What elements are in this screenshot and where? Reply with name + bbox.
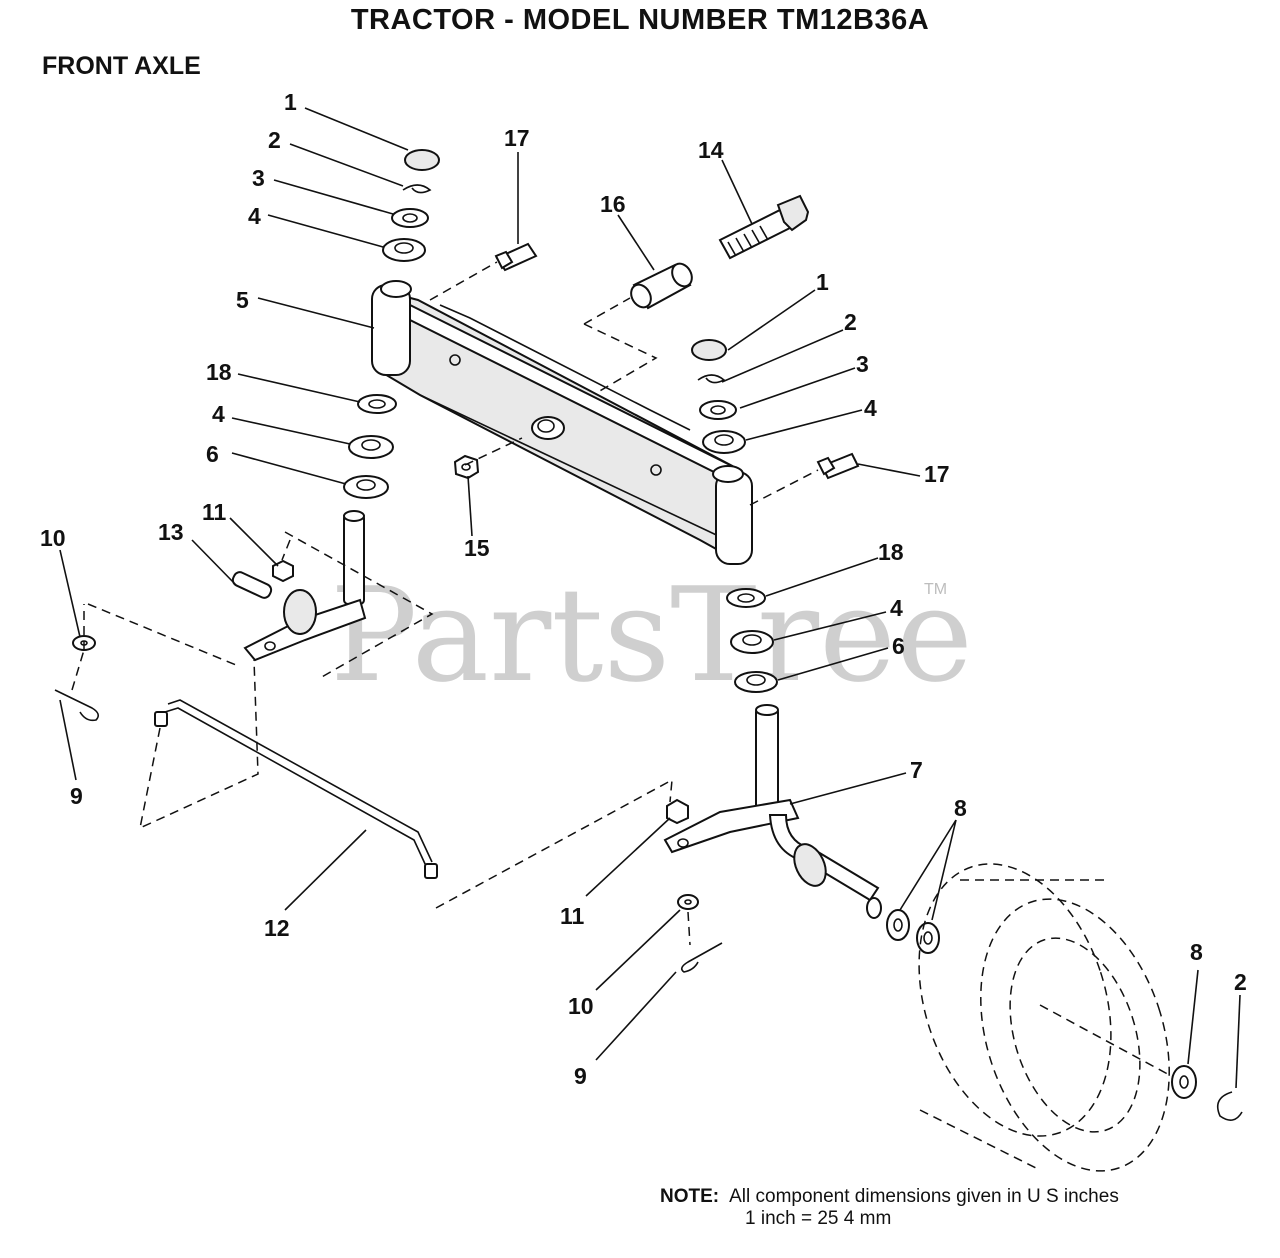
callout-2: 2 (1234, 969, 1247, 995)
right-clip-2 (697, 374, 726, 384)
right-bearing-4b (730, 630, 774, 654)
callout-16: 16 (600, 191, 626, 217)
callout-17: 17 (504, 125, 530, 151)
callout-4: 4 (248, 203, 261, 229)
left-washer-3 (391, 208, 429, 228)
callout-18: 18 (206, 359, 232, 385)
note-line-1: All component dimensions given in U S in… (729, 1186, 1119, 1207)
right-bearing-4 (702, 430, 746, 454)
callout-10: 10 (568, 993, 594, 1019)
callout-10: 10 (40, 525, 66, 551)
hex-nut-15 (453, 454, 480, 480)
grease-fitting-17a (494, 242, 538, 272)
left-spindle (231, 510, 367, 662)
callout-11: 11 (560, 903, 585, 929)
trademark: TM (924, 581, 947, 598)
callout-3: 3 (252, 165, 265, 191)
assembly-lines (71, 261, 819, 946)
callout-5: 5 (236, 287, 249, 313)
callout-1: 1 (816, 269, 829, 295)
callout-11: 11 (202, 499, 227, 525)
callout-3: 3 (856, 351, 869, 377)
spacer-16 (630, 262, 693, 310)
washers-8 (886, 909, 940, 954)
wheel-washer-8 (1171, 1065, 1197, 1099)
callout-2: 2 (844, 309, 857, 335)
bolt-14 (718, 194, 810, 260)
left-bearing-4b (348, 435, 394, 459)
watermark: PartsTree (330, 559, 973, 711)
callout-13: 13 (158, 519, 184, 545)
callout-7: 7 (910, 757, 923, 783)
callout-18: 18 (878, 539, 904, 565)
left-pin-9 (54, 689, 100, 722)
leader-lines (59, 107, 1241, 1089)
note-label: NOTE: (660, 1186, 720, 1207)
left-bearing-4 (382, 238, 426, 262)
callout-17: 17 (924, 461, 950, 487)
left-clip-2 (402, 184, 432, 194)
left-washer-18 (357, 394, 397, 414)
callout-8: 8 (954, 795, 967, 821)
right-spindle-7 (663, 704, 882, 919)
left-cap-1 (404, 149, 440, 171)
wheel-outline (918, 863, 1176, 1172)
axle-beam (371, 280, 753, 565)
callout-6: 6 (892, 633, 905, 659)
callout-4: 4 (864, 395, 877, 421)
right-washer-18 (726, 588, 766, 608)
note-line-2: 1 inch = 25 4 mm (745, 1208, 892, 1229)
callout-9: 9 (70, 783, 83, 809)
tie-rod-12 (154, 699, 438, 879)
right-washer-3 (699, 400, 737, 420)
right-bearing-6 (734, 671, 778, 693)
callout-4: 4 (890, 595, 903, 621)
page-title: TRACTOR - MODEL NUMBER TM12B36A (350, 4, 930, 36)
callout-12: 12 (264, 915, 290, 941)
right-pin-9 (680, 942, 723, 973)
callout-14: 14 (698, 137, 724, 163)
wheel-clip-2 (1216, 1091, 1243, 1121)
callout-6: 6 (206, 441, 219, 467)
right-cap-1 (691, 339, 727, 361)
callout-1: 1 (284, 89, 297, 115)
callout-4: 4 (212, 401, 225, 427)
callout-9: 9 (574, 1063, 587, 1089)
right-washer-10 (677, 894, 699, 910)
section-title: FRONT AXLE (42, 52, 201, 80)
right-nut-11 (666, 798, 689, 825)
callout-8: 8 (1190, 939, 1203, 965)
grease-fitting-17b (816, 452, 860, 480)
callout-numbers: 1 2 3 4 5 18 4 6 11 13 10 9 17 16 14 1 2… (40, 89, 1247, 1089)
callout-2: 2 (268, 127, 281, 153)
dimension-note: NOTE: All component dimensions given in U… (660, 1186, 1119, 1230)
callout-15: 15 (464, 535, 490, 561)
left-bearing-6 (343, 475, 389, 499)
